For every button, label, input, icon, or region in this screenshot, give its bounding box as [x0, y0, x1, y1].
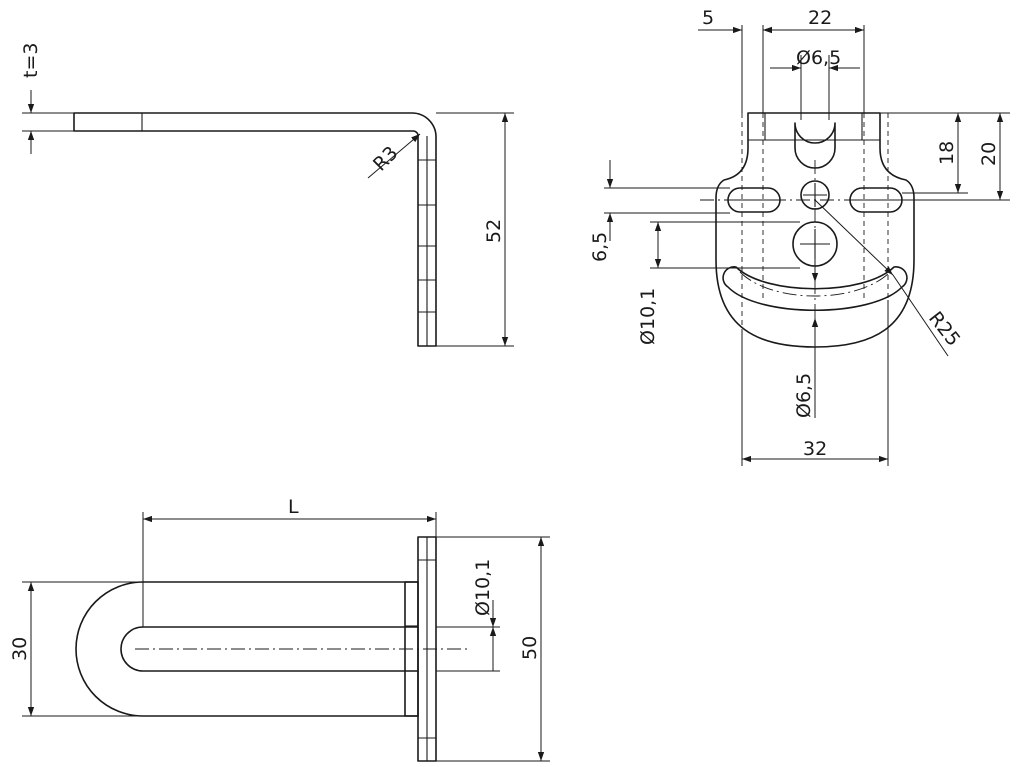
dim-L: L — [288, 496, 299, 518]
bend-radius-label: R3 — [369, 142, 402, 175]
front-view: 5 22 Ø6,5 18 20 6,5 Ø10,1 R25 — [589, 7, 1010, 466]
dim-6-5: 6,5 — [589, 232, 611, 262]
height-label: 52 — [483, 219, 505, 243]
side-view: t=3 R3 52 — [20, 43, 514, 347]
dim-50: 50 — [519, 636, 541, 660]
side-view-outline — [73, 112, 437, 347]
top-view-slot — [120, 626, 419, 672]
top-view: L Ø10,1 30 50 — [9, 496, 550, 762]
dim-20: 20 — [978, 142, 1000, 166]
dim-hole-bottom: Ø6,5 — [793, 373, 815, 418]
dim-32: 32 — [803, 438, 827, 460]
dim-top-dia-10-1: Ø10,1 — [472, 559, 494, 616]
dim-30: 30 — [9, 637, 31, 661]
arc-slot — [722, 266, 908, 311]
top-view-body — [75, 581, 419, 717]
dim-18: 18 — [936, 141, 958, 165]
thickness-label: t=3 — [20, 43, 42, 78]
dim-hole-top: Ø6,5 — [796, 47, 841, 69]
dim-5: 5 — [702, 7, 714, 29]
dim-dia-10-1: Ø10,1 — [637, 288, 659, 345]
dim-22: 22 — [808, 7, 832, 29]
